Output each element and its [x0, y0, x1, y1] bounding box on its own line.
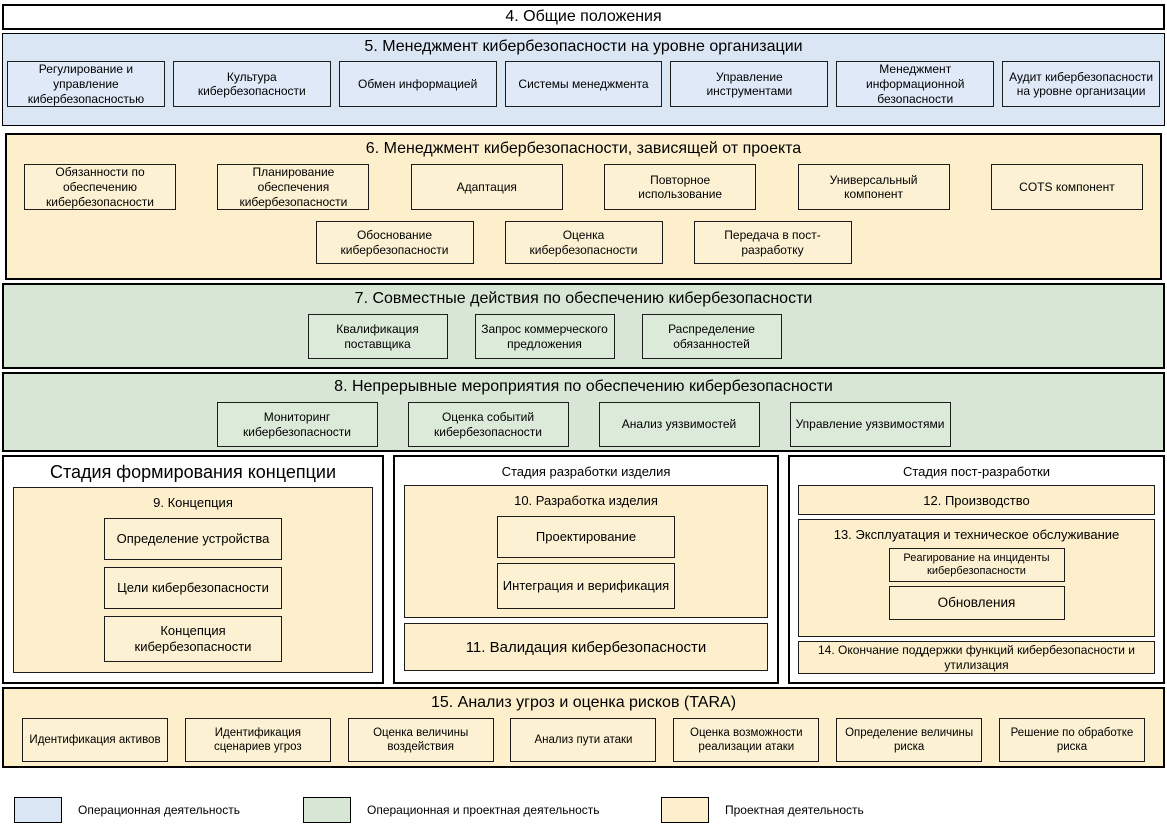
- clause6-title: 6. Менеджмент кибербезопасности, зависящ…: [365, 140, 802, 157]
- clause15-box: Оценка величины воздействия: [347, 718, 494, 763]
- clause8-box: Мониторинг кибербезопасности: [216, 402, 378, 448]
- clause5-box: Аудит кибербезопасности на уровне органи…: [1002, 61, 1161, 108]
- clause8-box: Оценка событий кибербезопасности: [407, 402, 569, 448]
- clause15-title: 15. Анализ угроз и оценка рисков (TARA): [430, 694, 737, 711]
- clause5-box: Управление инструментами: [670, 61, 829, 108]
- clause5-box: Культура кибербезопасности: [172, 61, 331, 108]
- clause9-box: Концепция кибербезопасности: [104, 616, 282, 662]
- clause9-box-stack: Определение устройства Цели кибербезопас…: [14, 518, 372, 662]
- clause6-box-row-1: Обязанности по обеспечению кибербезопасн…: [7, 158, 1160, 211]
- clause10-box: Интеграция и верификация: [497, 563, 675, 609]
- clause13-title: 13. Эксплуатация и техническое обслужива…: [833, 527, 1120, 542]
- clause13-box: Реагирование на инциденты кибербезопасно…: [888, 548, 1065, 582]
- clause9-block: 9. Концепция Определение устройства Цели…: [13, 487, 373, 673]
- clause6-box: Повторное использование: [604, 164, 757, 211]
- clause7-box: Распределение обязанностей: [641, 314, 782, 360]
- clause9-box: Определение устройства: [104, 518, 282, 560]
- clause15-box-row: Идентификация активов Идентификация сцен…: [4, 712, 1163, 763]
- clause8-box: Управление уязвимостями: [789, 402, 951, 448]
- stage-concept-column: Стадия формирования концепции 9. Концепц…: [2, 455, 384, 684]
- clause7-box: Квалификация поставщика: [307, 314, 448, 360]
- clause5-box-row: Регулирование и управление кибербезопасн…: [3, 56, 1164, 108]
- clause15-box: Определение величины риска: [836, 718, 983, 763]
- clause7-section: 7. Совместные действия по обеспечению ки…: [2, 283, 1165, 369]
- stage-development-title: Стадия разработки изделия: [501, 464, 671, 479]
- stage-post-development-column: Стадия пост-разработки 12. Производство …: [788, 455, 1165, 684]
- clause6-box: Планирование обеспечения кибербезопаснос…: [217, 164, 370, 211]
- clause5-box: Регулирование и управление кибербезопасн…: [7, 61, 165, 108]
- clause8-box: Анализ уязвимостей: [598, 402, 760, 448]
- stage-post-development-title: Стадия пост-разработки: [902, 464, 1050, 479]
- legend-swatch-operational-and-project: [303, 797, 351, 823]
- clause5-box: Обмен информацией: [338, 61, 497, 108]
- clause8-box-row: Мониторинг кибербезопасности Оценка собы…: [4, 402, 1163, 448]
- clause5-box: Менеджмент информационной безопасности: [836, 61, 995, 108]
- clause13-box-stack: Реагирование на инциденты кибербезопасно…: [799, 548, 1154, 620]
- clause10-block: 10. Разработка изделия Проектирование Ин…: [404, 485, 768, 618]
- clause10-title: 10. Разработка изделия: [514, 493, 658, 508]
- clause6-box: Адаптация: [410, 164, 563, 211]
- clause9-title: 9. Концепция: [153, 495, 233, 510]
- clause6-box: Оценка кибербезопасности: [504, 221, 663, 265]
- legend-swatch-project: [661, 797, 709, 823]
- clause8-section: 8. Непрерывные мероприятия по обеспечени…: [2, 372, 1165, 452]
- clause14-block: 14. Окончание поддержки функций кибербез…: [798, 641, 1155, 674]
- legend-label: Операционная и проектная деятельность: [367, 803, 600, 817]
- clause15-box: Идентификация активов: [22, 718, 168, 763]
- clause7-title: 7. Совместные действия по обеспечению ки…: [354, 290, 813, 307]
- clause13-block: 13. Эксплуатация и техническое обслужива…: [798, 519, 1155, 637]
- clause4-title: 4. Общие положения: [505, 8, 662, 26]
- clause6-box: Передача в пост-разработку: [693, 221, 852, 265]
- clause5-title: 5. Менеджмент кибербезопасности на уровн…: [364, 38, 803, 55]
- clause15-box: Идентификация сценариев угроз: [184, 718, 331, 763]
- clause10-box-stack: Проектирование Интеграция и верификация: [405, 516, 767, 609]
- clause4-bar: 4. Общие положения: [2, 4, 1165, 30]
- legend-item-operational-and-project: Операционная и проектная деятельность: [303, 797, 600, 823]
- clause6-section: 6. Менеджмент кибербезопасности, зависящ…: [5, 133, 1162, 280]
- clause5-section: 5. Менеджмент кибербезопасности на уровн…: [2, 33, 1165, 126]
- clause6-box: Универсальный компонент: [797, 164, 950, 211]
- legend-item-project: Проектная деятельность: [661, 797, 864, 823]
- clause10-box: Проектирование: [497, 516, 675, 558]
- legend: Операционная деятельность Операционная и…: [0, 795, 1167, 827]
- clause9-box: Цели кибербезопасности: [104, 567, 282, 609]
- clause6-box: COTS компонент: [990, 164, 1143, 211]
- legend-swatch-operational: [14, 797, 62, 823]
- legend-label: Проектная деятельность: [725, 803, 864, 817]
- clause11-block: 11. Валидация кибербезопасности: [404, 623, 768, 671]
- clause6-box: Обязанности по обеспечению кибербезопасн…: [24, 164, 176, 211]
- stage-development-column: Стадия разработки изделия 10. Разработка…: [393, 455, 779, 684]
- clause5-box: Системы менеджмента: [504, 61, 663, 108]
- clause7-box: Запрос коммерческого предложения: [474, 314, 615, 360]
- legend-item-operational: Операционная деятельность: [14, 797, 240, 823]
- clause7-box-row: Квалификация поставщика Запрос коммерчес…: [0, 314, 1124, 360]
- clause8-title: 8. Непрерывные мероприятия по обеспечени…: [334, 378, 833, 395]
- clause6-box: Обоснование кибербезопасности: [315, 221, 474, 265]
- clause13-box: Обновления: [888, 586, 1065, 620]
- clause15-section: 15. Анализ угроз и оценка рисков (TARA) …: [2, 687, 1165, 768]
- legend-label: Операционная деятельность: [78, 803, 240, 817]
- clause15-box: Оценка возможности реализации атаки: [673, 718, 820, 763]
- stage-concept-title: Стадия формирования концепции: [49, 462, 337, 482]
- lifecycle-stages-row: Стадия формирования концепции 9. Концепц…: [2, 455, 1165, 684]
- clause12-block: 12. Производство: [798, 485, 1155, 515]
- clause6-box-row-2: Обоснование кибербезопасности Оценка киб…: [7, 221, 1160, 265]
- clause15-box: Решение по обработке риска: [998, 718, 1145, 763]
- clause15-box: Анализ пути атаки: [510, 718, 657, 763]
